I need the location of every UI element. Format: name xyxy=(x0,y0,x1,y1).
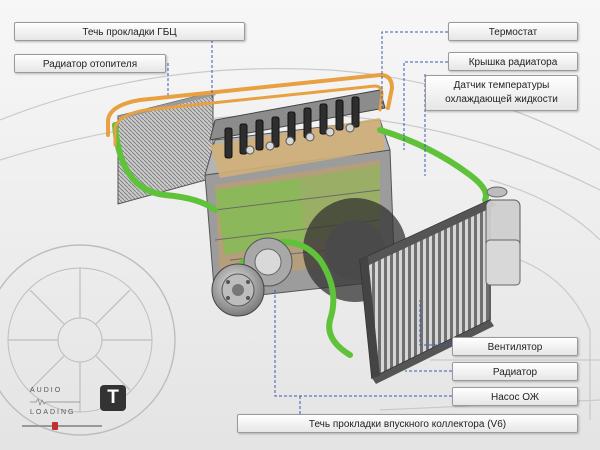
label-heater-radiator[interactable]: Радиатор отопителя xyxy=(14,54,166,73)
label-radiator-cap[interactable]: Крышка радиатора xyxy=(448,52,578,71)
brand-logo-icon: T xyxy=(100,385,126,411)
loading-track xyxy=(22,425,102,427)
label-coolant-temp-sensor[interactable]: Датчик температуры охлаждающей жидкости xyxy=(425,75,578,111)
expansion-tank xyxy=(485,186,521,286)
leader-lines xyxy=(167,31,452,414)
audio-text: AUDIO xyxy=(30,387,63,394)
crank-pulley xyxy=(211,263,265,317)
main-radiator xyxy=(359,198,497,384)
label-coolant-pump[interactable]: Насос ОЖ xyxy=(452,387,578,406)
label-head-gasket-leak[interactable]: Течь прокладки ГБЦ xyxy=(14,22,245,41)
loading-text: LOADING xyxy=(30,409,76,416)
loading-marker xyxy=(52,422,58,430)
label-radiator[interactable]: Радиатор xyxy=(452,362,578,381)
cylinder-head xyxy=(209,89,386,159)
label-thermostat[interactable]: Термостат xyxy=(448,22,578,41)
label-intake-gasket-leak[interactable]: Течь прокладки впускного коллектора (V6) xyxy=(237,414,578,433)
audio-loading-indicator: AUDIO LOADING T xyxy=(22,385,142,435)
label-fan[interactable]: Вентилятор xyxy=(452,337,578,356)
wheel-outline xyxy=(0,244,176,436)
audio-wave-icon xyxy=(30,398,80,406)
